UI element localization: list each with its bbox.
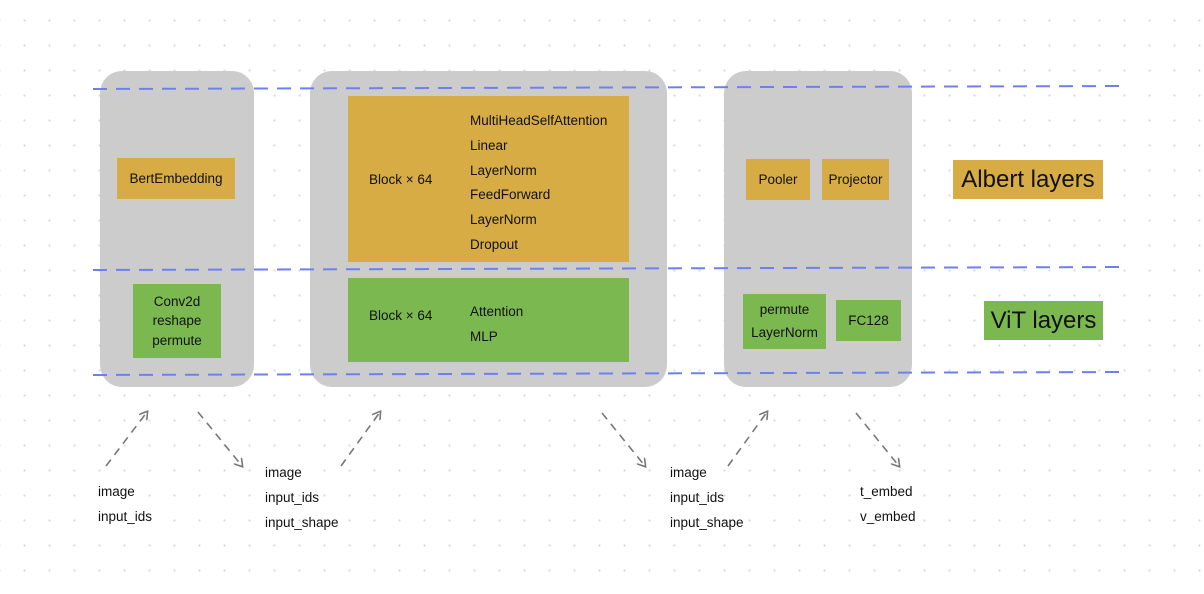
output2-input-ids: input_ids [670, 489, 725, 505]
permute-line: permute [152, 332, 202, 348]
arrow-stage1-out [197, 411, 242, 466]
output3-labels: t_embed v_embed [860, 480, 916, 530]
op-linear: Linear [470, 137, 508, 153]
op-dropout: Dropout [470, 236, 519, 252]
output3-t-embed: t_embed [860, 484, 913, 499]
output1-input-shape: input_shape [265, 514, 339, 530]
op-mlp: MLP [470, 328, 498, 344]
reshape-line: reshape [152, 313, 202, 329]
vit-block-box [348, 278, 629, 362]
input1-input-ids: input_ids [98, 508, 153, 524]
conv2d-box: Conv2d reshape permute [133, 284, 221, 358]
output2-image: image [670, 465, 707, 480]
input1-labels: image input_ids [98, 480, 152, 530]
vit-layers-label: ViT layers [990, 306, 1097, 334]
projector-box: Projector [822, 159, 889, 200]
op-layernorm: LayerNorm [470, 162, 537, 178]
op-multiheadselfattention: MultiHeadSelfAttention [470, 113, 608, 128]
op-feedforward: FeedForward [470, 187, 551, 203]
input1-image: image [98, 484, 135, 499]
fc128-label: FC128 [848, 312, 889, 328]
fc128-box: FC128 [836, 300, 901, 341]
arrow-input-to-stage2 [340, 412, 380, 467]
output1-input-ids: input_ids [265, 489, 320, 505]
albert-layers-legend: Albert layers [953, 160, 1103, 199]
bottom-separator-line [92, 371, 1126, 376]
projector-label: Projector [828, 171, 883, 187]
arrow-input-to-stage1 [105, 412, 147, 467]
output2-input-shape: input_shape [670, 514, 744, 530]
albert-block-box [348, 96, 629, 262]
top-separator-line [92, 85, 1126, 90]
output1-image: image [265, 465, 302, 480]
pooler-box: Pooler [746, 159, 810, 200]
vit-layers-legend: ViT layers [984, 301, 1103, 340]
middle-separator-line [92, 266, 1126, 271]
permute-label: permute [759, 301, 810, 317]
vit-ops-list: Attention MLP [470, 300, 523, 350]
albert-ops-list: MultiHeadSelfAttention Linear LayerNorm … [470, 109, 607, 258]
conv2d-line: Conv2d [153, 293, 201, 309]
bert-embedding-box: BertEmbedding [117, 158, 235, 199]
vit-block-label: Block × 64 [369, 308, 433, 323]
op-attention: Attention [470, 304, 524, 319]
output3-v-embed: v_embed [860, 508, 916, 524]
bert-embedding-label: BertEmbedding [129, 170, 223, 186]
arrow-input-to-stage3 [727, 412, 767, 467]
arrow-stage3-out [855, 412, 899, 466]
pooler-label: Pooler [758, 171, 798, 187]
albert-block-label: Block × 64 [369, 172, 433, 187]
output1-labels: image input_ids input_shape [265, 461, 339, 535]
albert-layers-label: Albert layers [961, 165, 1095, 193]
permute-layernorm-box: permute LayerNorm [743, 294, 826, 349]
layernorm-label: LayerNorm [751, 324, 818, 340]
output2-labels: image input_ids input_shape [670, 461, 744, 535]
arrow-stage2-out [601, 412, 645, 466]
op-layernorm-2: LayerNorm [470, 212, 537, 228]
